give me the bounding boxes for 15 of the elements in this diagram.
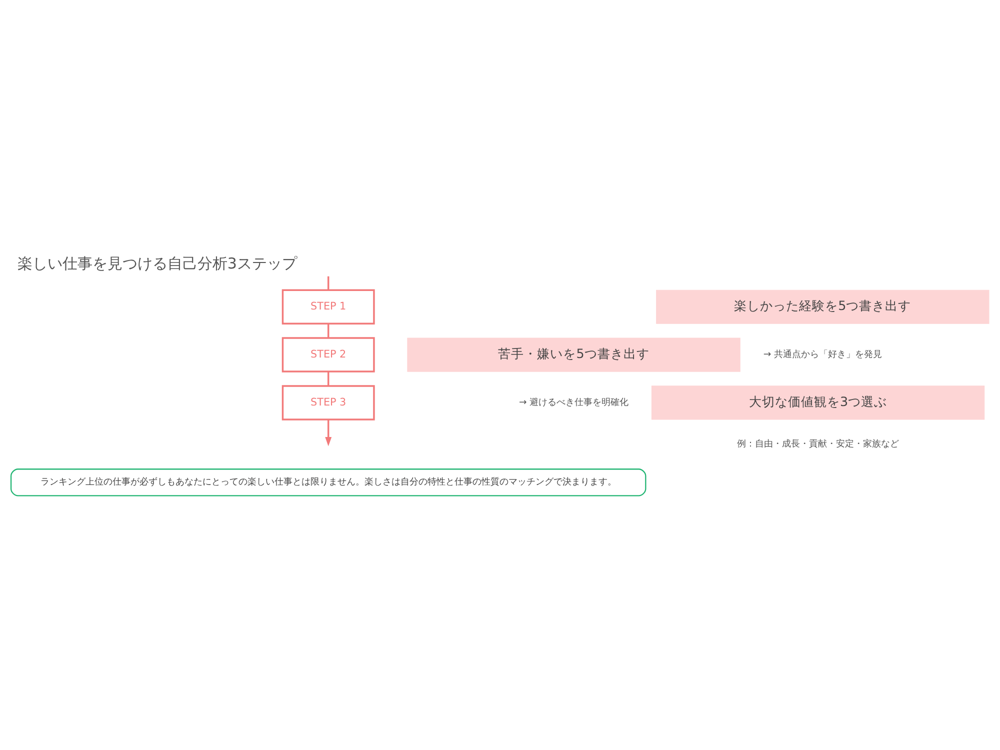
arrow [325, 420, 332, 446]
node-box: STEP 1 [282, 289, 375, 324]
node-label: 例：自由・成長・貢献・安定・家族など [737, 438, 900, 450]
node-box: ランキング上位の仕事が必ずしもあなたにとっての楽しい仕事とは限りません。楽しさは自分の特性と仕事の性質のマッチングで決まります。 [10, 468, 646, 496]
node-box: STEP 3 [282, 385, 375, 420]
connector [327, 324, 330, 338]
node-box: 苦手・嫌いを5つ書き出す [407, 338, 740, 372]
diagram-title: 楽しい仕事を見つける自己分析3ステップ [17, 254, 297, 273]
node-box: 楽しかった経験を5つ書き出す [656, 290, 990, 324]
node-label: → 避けるべき仕事を明確化 [518, 396, 629, 408]
connector [327, 372, 330, 386]
node-box: 大切な価値観を3つ選ぶ [651, 386, 985, 420]
node-box: STEP 2 [282, 337, 375, 372]
connector [327, 276, 330, 290]
node-label: → 共通点から「好き」を発見 [763, 348, 882, 360]
